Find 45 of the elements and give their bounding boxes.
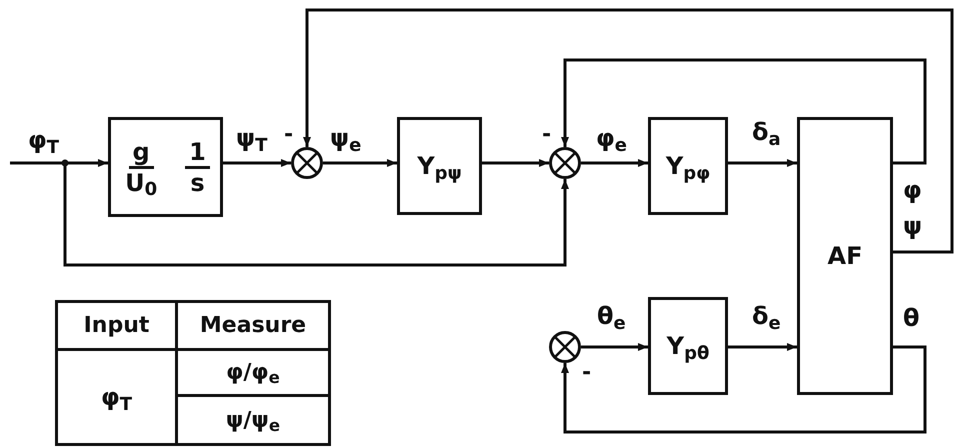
signal-arrow [561, 58, 926, 164]
signal-label: δ$_{a}$ [752, 120, 781, 144]
table-value: ψ/ψ$_{e}$ [224, 406, 282, 437]
signal-arrow [223, 159, 291, 167]
minus-sign: - [284, 124, 294, 146]
signal-label: φ$_{T}$ [28, 128, 60, 152]
signal-arrow [10, 159, 108, 167]
signal-label: ψ [903, 214, 922, 238]
block-label: Y$_{pθ}$ [666, 331, 710, 364]
signal-label: ψ$_{e}$ [330, 126, 362, 150]
signal-arrow [728, 343, 797, 351]
denominator: s [189, 168, 206, 196]
signal-arrow [728, 159, 797, 167]
signal-arrow [482, 159, 549, 167]
numerator: 1 [185, 138, 210, 168]
minus-sign: - [542, 124, 552, 146]
signal-label: θ [903, 306, 920, 330]
signal-label: ψ$_{T}$ [236, 126, 268, 150]
column-header: Measure [178, 303, 328, 351]
transfer-function-block [397, 117, 482, 215]
table-value: φ$_{T}$ [58, 351, 178, 443]
transfer-function-block [797, 117, 893, 395]
table-value: φ/φ$_{e}$ [178, 351, 328, 397]
block-label: AF [828, 241, 862, 272]
signal-label: θ$_{e}$ [597, 304, 626, 328]
summing-junction [549, 331, 581, 363]
block-label: Y$_{pψ}$ [417, 151, 462, 184]
column-header: Input [58, 303, 178, 351]
transfer-function-block [648, 117, 728, 215]
block-label: Y$_{pφ}$ [666, 151, 710, 184]
transfer-function-block [648, 297, 728, 395]
signal-arrow [561, 346, 926, 434]
numerator: g [128, 138, 154, 168]
summing-junction [291, 147, 323, 179]
signal-label: φ [903, 178, 922, 202]
denominator: U$_{0}$ [124, 168, 158, 196]
signal-arrow [323, 159, 397, 167]
signal-arrow [581, 343, 648, 351]
minus-sign: - [582, 362, 592, 384]
transfer-function-block [108, 117, 223, 217]
signal-label: φ$_{e}$ [596, 126, 627, 150]
signal-label: δ$_{e}$ [752, 304, 781, 328]
summing-junction [549, 147, 581, 179]
signal-arrow [581, 159, 648, 167]
signal-arrow [303, 8, 954, 254]
